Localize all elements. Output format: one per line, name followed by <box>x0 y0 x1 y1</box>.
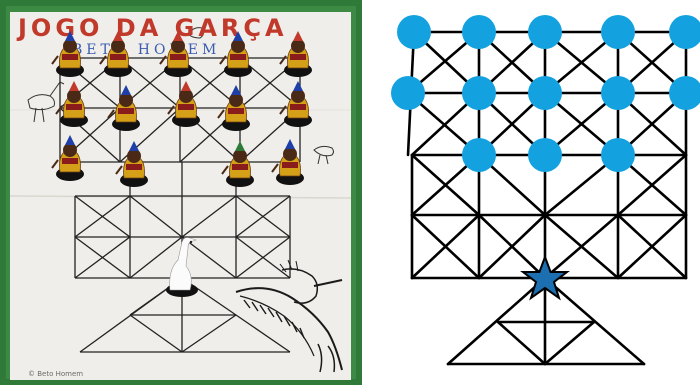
diagram-piece <box>397 15 431 49</box>
diagram-piece <box>601 138 635 172</box>
photo-caption: © Beto Homem <box>28 370 83 378</box>
diagram-piece <box>462 76 496 110</box>
diagram-piece <box>601 76 635 110</box>
board-title: JOGO DA GARÇA <box>16 14 288 42</box>
diagram-piece <box>391 76 425 110</box>
board-photo: JOGO DA GARÇA BETO HOMEM © Beto Homem <box>0 0 362 385</box>
board-diagram <box>380 0 700 385</box>
diagram-piece <box>601 15 635 49</box>
board-diagram-svg <box>380 0 700 385</box>
diagram-piece <box>462 15 496 49</box>
board-photo-illustration: JOGO DA GARÇA BETO HOMEM © Beto Homem <box>0 0 362 385</box>
diagram-piece <box>528 138 562 172</box>
diagram-piece <box>462 138 496 172</box>
diagram-piece <box>528 15 562 49</box>
diagram-piece <box>528 76 562 110</box>
board-subtitle: BETO HOMEM <box>72 42 220 58</box>
